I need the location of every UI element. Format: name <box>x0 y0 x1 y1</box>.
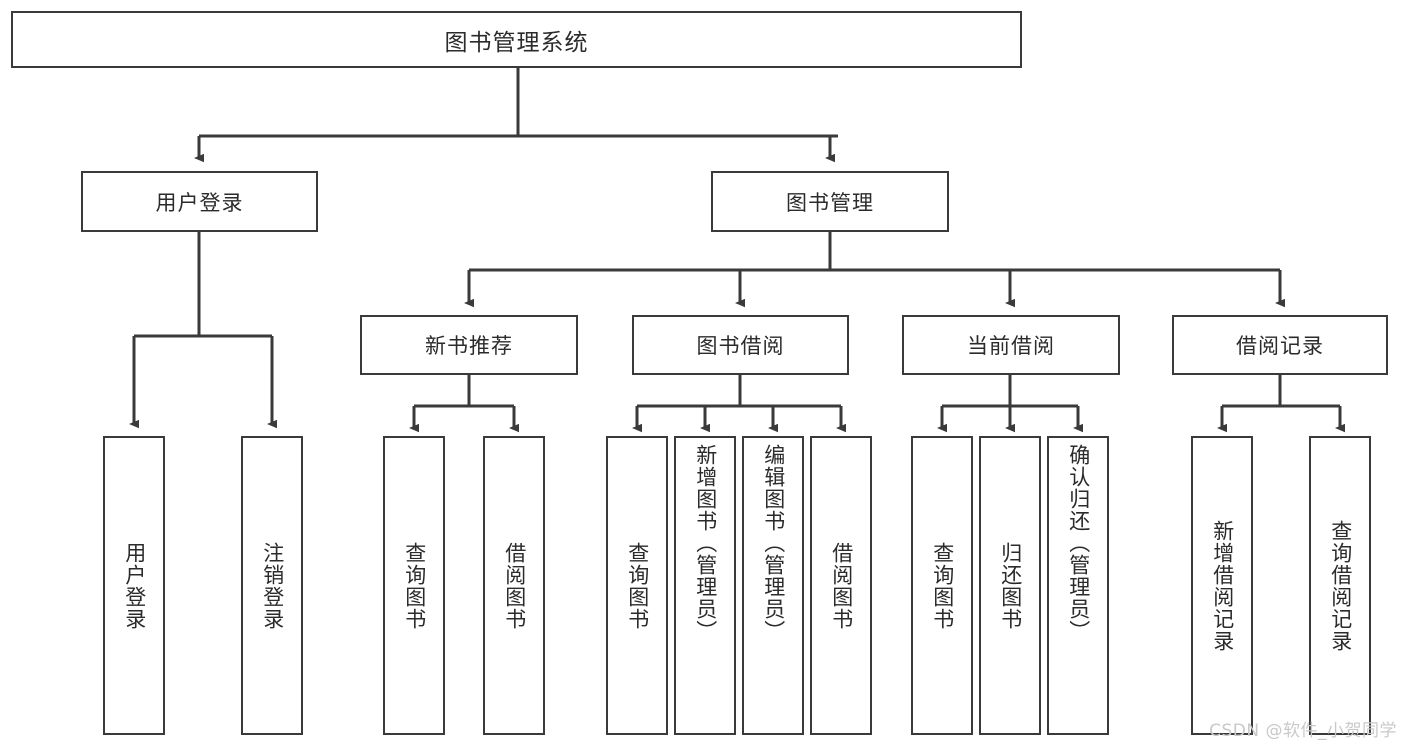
leaf-label: 确认归还（管理员） <box>1066 444 1091 642</box>
leaf-label: 注销登录 <box>260 541 285 630</box>
leaf-book-borrow-add[interactable]: 新增图书（管理员） <box>674 436 736 735</box>
leaf-label: 借阅图书 <box>829 541 854 630</box>
node-current-borrow-label: 当前借阅 <box>967 334 1055 358</box>
node-book-borrow[interactable]: 图书借阅 <box>632 315 849 375</box>
node-book-borrow-label: 图书借阅 <box>696 334 785 358</box>
leaf-user-login-login[interactable]: 用户登录 <box>103 436 165 735</box>
node-new-book-recommend-label: 新书推荐 <box>425 334 513 358</box>
leaf-label: 借阅图书 <box>502 541 527 630</box>
leaf-label: 查询借阅记录 <box>1328 519 1353 652</box>
node-root-label: 图书管理系统 <box>444 29 589 56</box>
leaf-new-book-query[interactable]: 查询图书 <box>383 436 445 735</box>
node-user-login[interactable]: 用户登录 <box>81 171 318 232</box>
node-new-book-recommend[interactable]: 新书推荐 <box>360 315 578 375</box>
node-root[interactable]: 图书管理系统 <box>11 11 1022 68</box>
leaf-borrow-record-query[interactable]: 查询借阅记录 <box>1309 436 1371 735</box>
leaf-user-login-logout[interactable]: 注销登录 <box>241 436 303 735</box>
node-current-borrow[interactable]: 当前借阅 <box>902 315 1120 375</box>
leaf-label: 查询图书 <box>402 541 427 630</box>
leaf-label: 查询图书 <box>625 541 650 630</box>
leaf-label: 新增借阅记录 <box>1210 519 1235 652</box>
node-book-manage-label: 图书管理 <box>786 190 874 215</box>
leaf-book-borrow-borrow[interactable]: 借阅图书 <box>810 436 872 735</box>
leaf-label: 查询图书 <box>930 541 955 630</box>
node-borrow-record[interactable]: 借阅记录 <box>1172 315 1388 375</box>
leaf-label: 归还图书 <box>998 541 1023 630</box>
leaf-label: 用户登录 <box>122 541 147 630</box>
leaf-label: 编辑图书（管理员） <box>761 444 786 642</box>
node-user-login-label: 用户登录 <box>155 190 244 215</box>
leaf-borrow-record-add[interactable]: 新增借阅记录 <box>1191 436 1253 735</box>
leaf-current-borrow-return[interactable]: 归还图书 <box>979 436 1041 735</box>
node-borrow-record-label: 借阅记录 <box>1236 334 1324 358</box>
leaf-current-borrow-confirm[interactable]: 确认归还（管理员） <box>1047 436 1109 735</box>
leaf-current-borrow-query[interactable]: 查询图书 <box>911 436 973 735</box>
node-book-manage[interactable]: 图书管理 <box>711 171 949 232</box>
leaf-book-borrow-edit[interactable]: 编辑图书（管理员） <box>742 436 804 735</box>
leaf-book-borrow-query[interactable]: 查询图书 <box>606 436 668 735</box>
leaf-label: 新增图书（管理员） <box>693 444 718 642</box>
leaf-new-book-borrow[interactable]: 借阅图书 <box>483 436 545 735</box>
